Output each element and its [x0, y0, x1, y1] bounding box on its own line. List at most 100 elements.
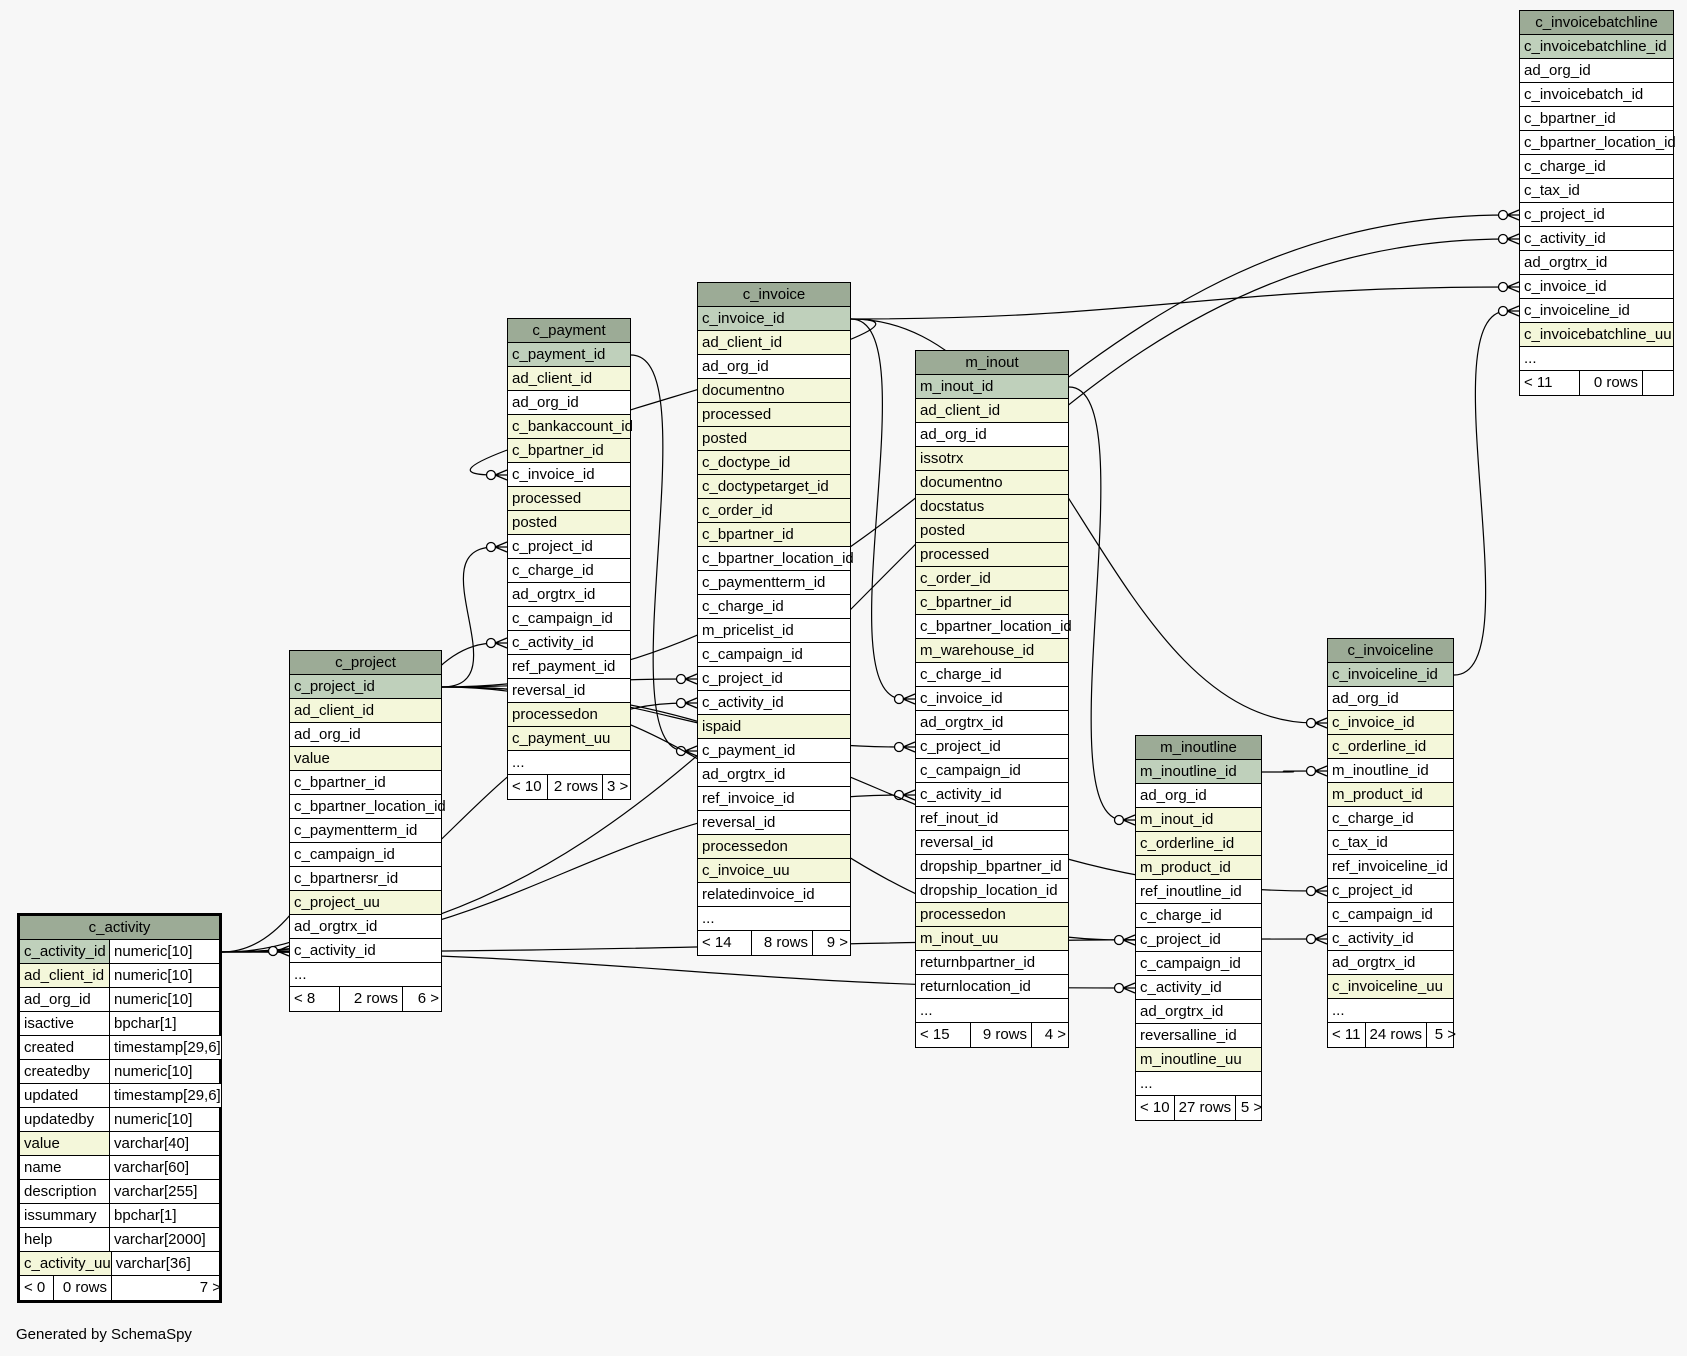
column-row-m-inout-id[interactable]: m_inout_id — [1136, 808, 1261, 832]
column-row-ad-org-id[interactable]: ad_org_id — [508, 391, 630, 415]
column-row-returnbpartner-id[interactable]: returnbpartner_id — [916, 951, 1068, 975]
column-row-processed[interactable]: processed — [508, 487, 630, 511]
table-title[interactable]: c_invoiceline — [1328, 639, 1453, 663]
column-row-relatedinvoice-id[interactable]: relatedinvoice_id — [698, 883, 850, 907]
column-row-value[interactable]: value — [290, 747, 441, 771]
column-row-c-campaign-id[interactable]: c_campaign_id — [1136, 952, 1261, 976]
column-row-ispaid[interactable]: ispaid — [698, 715, 850, 739]
children-count-link[interactable]: 3 > — [607, 778, 629, 795]
column-row-returnlocation-id[interactable]: returnlocation_id — [916, 975, 1068, 999]
column-row-ad-org-id[interactable]: ad_org_id — [1520, 59, 1673, 83]
column-row-ad-orgtrx-id[interactable]: ad_orgtrx_id — [1520, 251, 1673, 275]
column-row-c-project-id[interactable]: c_project_id — [698, 667, 850, 691]
column-row-ad-client-id[interactable]: ad_client_id — [698, 331, 850, 355]
column-row-c-project-id[interactable]: c_project_id — [1328, 879, 1453, 903]
column-row-c-bankaccount-id[interactable]: c_bankaccount_id — [508, 415, 633, 439]
column-row-c-paymentterm-id[interactable]: c_paymentterm_id — [698, 571, 850, 595]
column-row-c-invoice-id[interactable]: c_invoice_id — [508, 463, 630, 487]
column-row-ref-payment-id[interactable]: ref_payment_id — [508, 655, 630, 679]
column-row-ad-orgtrx-id[interactable]: ad_orgtrx_id — [916, 711, 1068, 735]
column-row-ad-orgtrx-id[interactable]: ad_orgtrx_id — [1328, 951, 1453, 975]
column-row-processedon[interactable]: processedon — [916, 903, 1068, 927]
column-row-c-doctype-id[interactable]: c_doctype_id — [698, 451, 850, 475]
column-row-c-charge-id[interactable]: c_charge_id — [508, 559, 630, 583]
parents-count-link[interactable]: < 14 — [698, 931, 752, 955]
parents-count-link[interactable]: < 10 — [1136, 1096, 1175, 1120]
column-row-c-orderline-id[interactable]: c_orderline_id — [1136, 832, 1261, 856]
column-row-c-bpartnersr-id[interactable]: c_bpartnersr_id — [290, 867, 441, 891]
column-row-c-bpartner-id[interactable]: c_bpartner_id — [916, 591, 1068, 615]
column-row-c-invoicebatchline-uu[interactable]: c_invoicebatchline_uu — [1520, 323, 1673, 347]
column-row-c-activity-id[interactable]: c_activity_id — [1520, 227, 1673, 251]
column-row-c-charge-id[interactable]: c_charge_id — [1136, 904, 1261, 928]
column-row-c-payment-id[interactable]: c_payment_id — [698, 739, 850, 763]
column-row-c-bpartner-location-id[interactable]: c_bpartner_location_id — [698, 547, 854, 571]
column-row-c-project-id[interactable]: c_project_id — [290, 675, 441, 699]
more-columns-row[interactable]: ... — [916, 999, 1068, 1023]
column-row-processedon[interactable]: processedon — [698, 835, 850, 859]
column-row-documentno[interactable]: documentno — [916, 471, 1068, 495]
column-row-c-activity-id[interactable]: c_activity_id — [290, 939, 441, 963]
parents-count-link[interactable]: < 8 — [290, 987, 340, 1011]
column-row-ad-client-id[interactable]: ad_client_id — [916, 399, 1068, 423]
column-row-c-project-id[interactable]: c_project_id — [1520, 203, 1673, 227]
column-row-m-inoutline-id[interactable]: m_inoutline_id — [1328, 759, 1453, 783]
column-row-c-campaign-id[interactable]: c_campaign_id — [290, 843, 441, 867]
column-row-c-invoice-uu[interactable]: c_invoice_uu — [698, 859, 850, 883]
column-row-issotrx[interactable]: issotrx — [916, 447, 1068, 471]
column-row-reversalline-id[interactable]: reversalline_id — [1136, 1024, 1261, 1048]
column-row-c-campaign-id[interactable]: c_campaign_id — [1328, 903, 1453, 927]
column-row-c-invoice-id[interactable]: c_invoice_id — [1328, 711, 1453, 735]
parents-count-link[interactable]: < 15 — [916, 1023, 971, 1047]
column-row-c-charge-id[interactable]: c_charge_id — [698, 595, 850, 619]
more-columns-row[interactable]: ... — [1520, 347, 1673, 371]
column-row-docstatus[interactable]: docstatus — [916, 495, 1068, 519]
children-count-link[interactable]: 6 > — [417, 990, 439, 1007]
column-row-c-invoiceline-id[interactable]: c_invoiceline_id — [1520, 299, 1673, 323]
column-row-c-bpartner-location-id[interactable]: c_bpartner_location_id — [1520, 131, 1676, 155]
column-row-dropship-bpartner-id[interactable]: dropship_bpartner_id — [916, 855, 1068, 879]
column-row-ad-client-id[interactable]: ad_client_id — [290, 699, 441, 723]
column-row-c-campaign-id[interactable]: c_campaign_id — [916, 759, 1068, 783]
column-row-ad-client-id[interactable]: ad_client_id — [508, 367, 630, 391]
column-row-ref-inout-id[interactable]: ref_inout_id — [916, 807, 1068, 831]
column-row-c-bpartner-id[interactable]: c_bpartner_id — [698, 523, 850, 547]
column-row-reversal-id[interactable]: reversal_id — [508, 679, 630, 703]
table-title[interactable]: c_project — [290, 651, 441, 675]
column-row-documentno[interactable]: documentno — [698, 379, 850, 403]
children-count-link[interactable]: 5 > — [1434, 1026, 1457, 1043]
table-title[interactable]: c_invoicebatchline — [1520, 11, 1673, 35]
column-row-ad-org-id[interactable]: ad_org_id — [698, 355, 850, 379]
column-row-c-invoice-id[interactable]: c_invoice_id — [916, 687, 1068, 711]
column-row-m-inout-id[interactable]: m_inout_id — [916, 375, 1068, 399]
parents-count-link[interactable]: < 11 — [1520, 371, 1580, 395]
column-row-c-bpartner-id[interactable]: c_bpartner_id — [290, 771, 441, 795]
column-row-c-activity-id[interactable]: c_activity_id — [1328, 927, 1453, 951]
column-row-c-tax-id[interactable]: c_tax_id — [1328, 831, 1453, 855]
parents-count-link[interactable]: < 0 — [20, 1276, 54, 1300]
column-row-c-activity-id[interactable]: c_activity_id — [916, 783, 1068, 807]
parents-count-link[interactable]: < 11 — [1328, 1023, 1366, 1047]
parents-count-link[interactable]: < 10 — [508, 775, 548, 799]
column-row-c-payment-uu[interactable]: c_payment_uu — [508, 727, 630, 751]
column-row-c-project-uu[interactable]: c_project_uu — [290, 891, 441, 915]
column-row-ad-org-id[interactable]: ad_org_id — [1136, 784, 1261, 808]
column-row-c-campaign-id[interactable]: c_campaign_id — [698, 643, 850, 667]
column-row-c-project-id[interactable]: c_project_id — [916, 735, 1068, 759]
column-row-c-bpartner-id[interactable]: c_bpartner_id — [1520, 107, 1673, 131]
column-row-c-order-id[interactable]: c_order_id — [916, 567, 1068, 591]
column-row-c-invoice-id[interactable]: c_invoice_id — [698, 307, 850, 331]
